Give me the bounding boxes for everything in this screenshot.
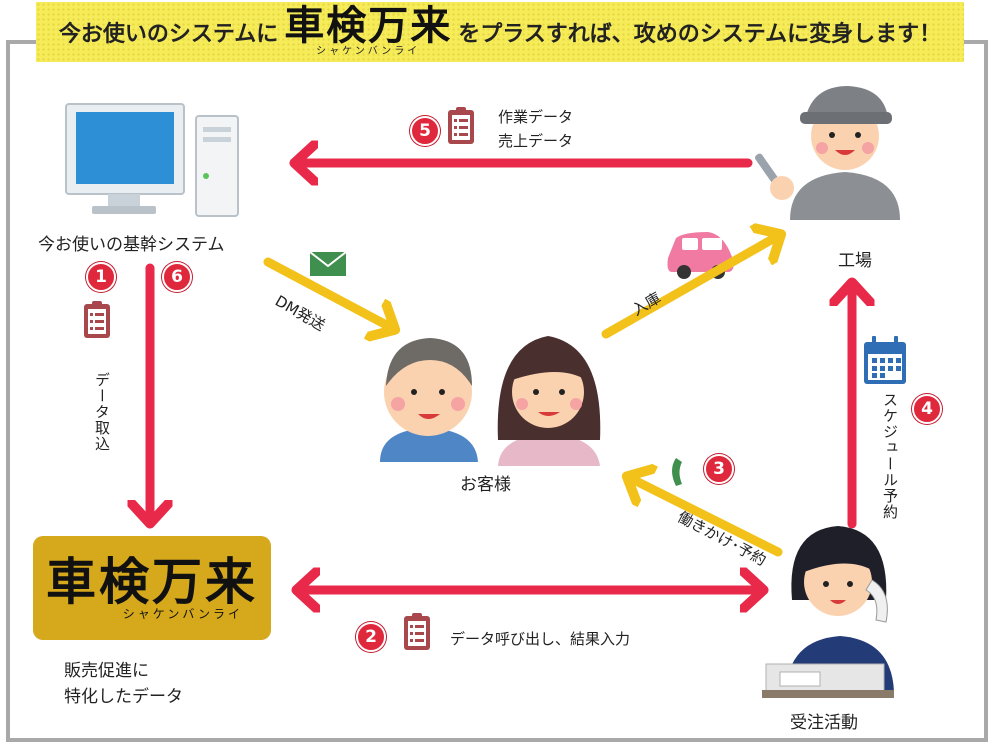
step5-label-line1: 作業データ	[498, 108, 574, 126]
banner-logo: 車検万来 シャケンバンライ	[284, 6, 452, 58]
customers-label: お客様	[460, 475, 511, 495]
arrow-reception-to-customers	[630, 478, 783, 557]
core-system-label: 今お使いの基幹システム	[38, 235, 225, 255]
shaken-note-line1: 販売促進に	[64, 661, 149, 681]
clipboard-icon-step2	[404, 613, 430, 650]
step5-label-line2: 売上データ	[498, 132, 574, 150]
step-badge-6: 6	[162, 262, 192, 292]
step-badge-1: 1	[86, 262, 116, 292]
car-icon	[667, 232, 734, 279]
factory-label: 工場	[838, 251, 872, 271]
customers-icon	[380, 336, 601, 466]
receptionist-icon	[762, 526, 894, 698]
mechanic-icon	[754, 86, 900, 220]
arrow-dm-to-customers	[263, 257, 392, 328]
shaken-note-line2: 特化したデータ	[64, 687, 183, 707]
reception-label: 受注活動	[790, 713, 858, 733]
envelope-icon	[309, 251, 347, 276]
banner-text-before: 今お使いのシステムに	[58, 22, 279, 47]
calendar-icon	[864, 336, 906, 384]
computer-icon	[65, 103, 239, 217]
step-badge-4: 4	[912, 394, 942, 424]
shaken-logo-reading: シャケンバンライ	[122, 606, 243, 621]
shaken-banrai-logo: 車検万来 シャケンバンライ	[33, 536, 271, 640]
banner-logo-text: 車検万来	[284, 2, 453, 49]
banner-logo-reading: シャケンバンライ	[316, 46, 421, 57]
headline-banner: 今お使いのシステムに 車検万来 シャケンバンライ をプラスすれば、攻めのシステム…	[36, 2, 964, 62]
phone-icon	[672, 458, 682, 486]
shaken-logo-text: 車検万来	[46, 551, 258, 611]
banner-text-after: をプラスすれば、攻めのシステムに変身します！	[458, 22, 942, 47]
clipboard-icon-step1	[84, 301, 110, 338]
clipboard-icon-step5	[448, 107, 474, 144]
arrow-customers-to-factory	[601, 236, 778, 339]
step-badge-2: 2	[356, 622, 386, 652]
step2-label: データ呼び出し、結果入力	[450, 630, 631, 648]
step4-label: スケジュール予約	[881, 392, 899, 520]
step-badge-3: 3	[704, 454, 734, 484]
step-badge-5: 5	[410, 116, 440, 146]
step1-label: データ取込	[93, 372, 111, 452]
